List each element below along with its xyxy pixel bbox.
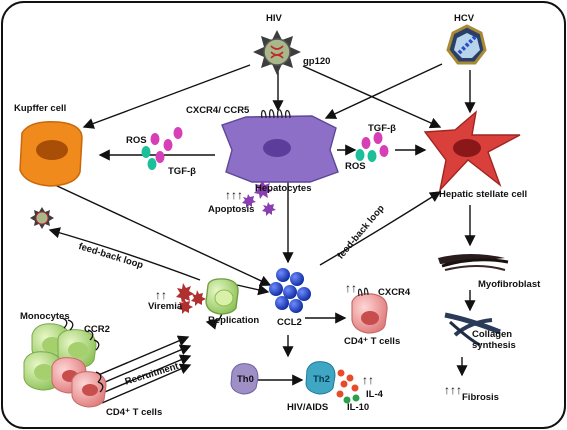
replication-cell bbox=[205, 278, 239, 315]
th0-cell bbox=[230, 363, 259, 395]
monocytes-label: Monocytes bbox=[20, 311, 70, 322]
th2-cell bbox=[305, 361, 336, 395]
ros-tgfb-left bbox=[141, 127, 183, 170]
arrow-feedback-right bbox=[319, 191, 442, 266]
arrow-hiv-to-kupffer bbox=[82, 64, 251, 129]
collagen-fibers bbox=[444, 312, 501, 347]
arrow-hcv-to-hepatocytes bbox=[324, 63, 443, 119]
cxcr4-receptor-icon bbox=[357, 287, 369, 297]
apoptosis-bodies-icon bbox=[242, 180, 276, 216]
fibrosis-label: Fibrosis bbox=[462, 392, 499, 403]
cxcr4-label: CXCR4 bbox=[378, 287, 411, 298]
viremia-label: Viremia bbox=[148, 301, 183, 312]
kupffer-cell bbox=[19, 120, 83, 187]
hiv-label: HIV bbox=[266, 13, 282, 24]
hepatocytes-label: Hepatocytes bbox=[255, 183, 312, 194]
myofibroblast bbox=[438, 254, 509, 271]
cxcr4-ccr5-label: CXCR4/ CCR5 bbox=[186, 105, 250, 116]
fibrosis-increase-arrows: ↑↑↑ bbox=[444, 383, 462, 397]
arrow-kupffer-to-ccl2 bbox=[54, 184, 272, 286]
ccr2-receptors-icon bbox=[61, 317, 104, 393]
viremia-increase-arrows: ↑↑ bbox=[155, 288, 167, 302]
hepatic-stellate-cell bbox=[423, 110, 521, 193]
il4-label: IL-4 bbox=[366, 389, 383, 400]
ccl2-label: CCL2 bbox=[277, 317, 302, 328]
ccr2-label: CCR2 bbox=[84, 324, 110, 335]
il10-label: IL-10 bbox=[347, 402, 370, 413]
gp120-label: gp120 bbox=[303, 56, 331, 67]
cd4-t-cells-bottom-label: CD4⁺ T cells bbox=[106, 407, 163, 418]
myofibroblast-label: Myofibroblast bbox=[478, 279, 541, 290]
replication-label: Replication bbox=[208, 315, 260, 326]
hcv-virion-icon bbox=[446, 24, 487, 65]
recruitment-arrow-2 bbox=[95, 335, 190, 377]
apoptosis-label: Apoptosis bbox=[208, 204, 255, 215]
receptor-icon bbox=[260, 109, 291, 119]
il4-increase-arrows: ↑↑ bbox=[362, 373, 374, 387]
hepatocyte bbox=[221, 109, 339, 183]
cd4-t-cell bbox=[351, 287, 388, 334]
cd4-t-cells-cluster bbox=[51, 357, 107, 408]
collagen-synthesis-label: Collagen synthesis bbox=[472, 329, 516, 351]
ros-label-right: ROS bbox=[345, 161, 366, 172]
hsc-label: Hepatic stellate cell bbox=[439, 189, 528, 200]
tgfb-label-left: TGF-β bbox=[168, 166, 196, 177]
ros-tgfb-right bbox=[355, 132, 389, 162]
hcv-label: HCV bbox=[454, 13, 475, 24]
interleukin-dots bbox=[336, 369, 360, 404]
recruitment-arrow-4 bbox=[101, 363, 192, 404]
ros-label-left: ROS bbox=[126, 135, 147, 146]
recruitment-arrow-3 bbox=[99, 354, 192, 395]
th2-label: Th2 bbox=[313, 374, 330, 385]
apoptosis-increase-arrows: ↑↑↑ bbox=[225, 188, 243, 202]
viremia-virions-icon bbox=[176, 283, 206, 314]
hiv-virion-icon bbox=[253, 30, 301, 75]
ccl2-chemokine-cluster bbox=[269, 268, 311, 313]
recruitment-arrow-1 bbox=[97, 344, 192, 386]
cxcr4-increase-arrows: ↑↑ bbox=[345, 281, 357, 295]
arrow-feedback-left bbox=[48, 227, 201, 281]
tgfb-label-right: TGF-β bbox=[368, 123, 396, 134]
hiv-virion-small-icon bbox=[30, 207, 54, 229]
hiv-aids-label: HIV/AIDS bbox=[287, 402, 329, 413]
kupffer-cell-label: Kupffer cell bbox=[14, 103, 67, 114]
th0-label: Th0 bbox=[237, 374, 254, 385]
arrow-replication-to-ccl2 bbox=[236, 284, 270, 296]
cd4-t-cells-mid-label: CD4⁺ T cells bbox=[344, 336, 401, 347]
